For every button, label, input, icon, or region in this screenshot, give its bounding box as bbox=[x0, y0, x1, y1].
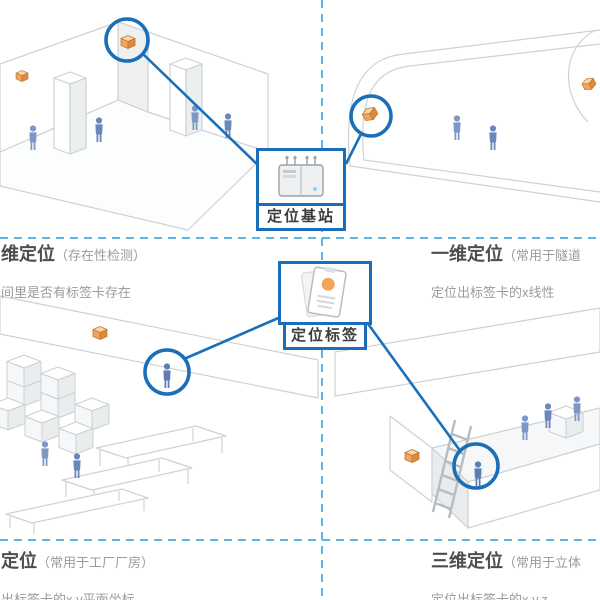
caption-zero-dim: 维定位（存在性检测） 间里是否有标签卡存在 bbox=[1, 244, 146, 301]
caption-title-name: 维定位 bbox=[1, 244, 55, 264]
caption-title: 一维定位（常用于隧道 bbox=[431, 244, 581, 266]
scene-one-dim-tunnel bbox=[347, 29, 600, 203]
beacon-icon bbox=[120, 34, 136, 50]
base-station-label: 定位基站 bbox=[256, 203, 346, 231]
base-station-device-icon bbox=[278, 156, 324, 197]
caption-title-note: （常用于立体 bbox=[503, 555, 582, 570]
scene-zero-dim-room bbox=[0, 21, 269, 231]
caption-desc: 出标签卡的x,y平面坐标 bbox=[1, 592, 135, 600]
person-figure bbox=[73, 453, 81, 478]
caption-desc: 定位出标签卡的x线性 bbox=[431, 285, 555, 300]
person-figure bbox=[163, 363, 171, 388]
caption-title-note: （常用于隧道 bbox=[503, 248, 582, 263]
caption-title: 定位（常用于工厂厂房） bbox=[1, 551, 154, 573]
beacon-icon bbox=[15, 69, 29, 83]
person-figure bbox=[453, 115, 461, 140]
caption-title-name: 定位 bbox=[1, 551, 37, 571]
highlight-circles bbox=[104, 17, 500, 490]
highlight-circle bbox=[143, 348, 191, 396]
person-figure bbox=[489, 125, 497, 150]
caption-title-note: （常用于工厂厂房） bbox=[37, 555, 155, 570]
highlight-circle bbox=[349, 94, 393, 138]
caption-title-name: 三维定位 bbox=[431, 551, 503, 571]
caption-three-dim: 三维定位（常用于立体 定位出标签卡的x,y,z bbox=[431, 551, 581, 600]
connector-lines bbox=[142, 53, 463, 453]
person-figure bbox=[41, 441, 49, 466]
caption-desc: 定位出标签卡的x,y,z bbox=[431, 592, 548, 600]
caption-one-dim: 一维定位（常用于隧道 定位出标签卡的x线性 bbox=[431, 244, 581, 301]
beacon-icon bbox=[580, 75, 598, 93]
scene-three-dim-warehouse bbox=[334, 307, 600, 529]
id-badge-icon bbox=[301, 266, 347, 318]
caption-desc: 间里是否有标签卡存在 bbox=[1, 285, 132, 300]
scene-two-dim-factory bbox=[0, 295, 319, 534]
caption-two-dim: 定位（常用于工厂厂房） 出标签卡的x,y平面坐标 bbox=[1, 551, 154, 600]
highlight-circle bbox=[452, 442, 500, 490]
caption-title-name: 一维定位 bbox=[431, 244, 503, 264]
base-station-panel bbox=[256, 148, 346, 206]
caption-title: 维定位（存在性检测） bbox=[1, 244, 146, 266]
beacon-icon bbox=[92, 325, 108, 341]
tag-label: 定位标签 bbox=[283, 322, 367, 350]
caption-title-note: （存在性检测） bbox=[55, 248, 147, 263]
highlight-circle bbox=[104, 17, 150, 63]
tag-panel bbox=[278, 261, 372, 325]
caption-title: 三维定位（常用于立体 bbox=[431, 551, 581, 573]
beacon-icon bbox=[404, 448, 420, 464]
